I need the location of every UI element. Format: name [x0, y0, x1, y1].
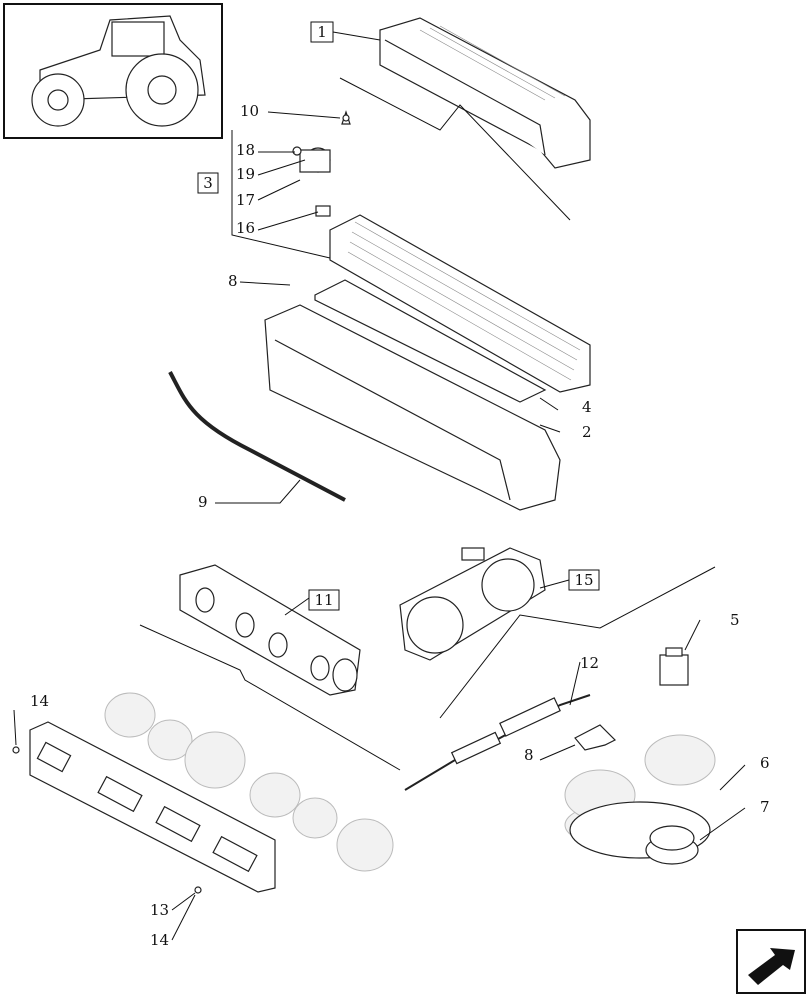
screw-10 — [342, 114, 350, 122]
callout-14-bottom: 14 — [150, 931, 169, 949]
leader-lines — [13, 31, 746, 941]
callout-3: 3 — [197, 172, 219, 194]
cap-7 — [645, 825, 699, 865]
section-lines — [139, 77, 716, 771]
plate-window-1 — [36, 741, 72, 773]
mounting-plate-13 — [29, 721, 276, 893]
svg-text:1: 1 — [317, 23, 327, 41]
callout-8-bottom: 8 — [524, 746, 534, 764]
callout-6: 6 — [760, 754, 770, 772]
sensor-cable-12 — [404, 694, 591, 791]
callout-16: 16 — [236, 219, 255, 237]
callout-17: 17 — [236, 191, 255, 209]
next-page-arrow-icon[interactable] — [736, 929, 806, 994]
callout-5: 5 — [730, 611, 740, 629]
svg-text:3: 3 — [203, 174, 213, 192]
callout-1: 1 — [310, 21, 334, 43]
blower-assembly-11 — [179, 564, 361, 696]
knob-5 — [659, 647, 689, 686]
callout-9: 9 — [198, 493, 208, 511]
callout-2: 2 — [582, 423, 592, 441]
callout-7: 7 — [760, 798, 770, 816]
callout-13: 13 — [150, 901, 169, 919]
svg-text:15: 15 — [574, 571, 593, 589]
screw-14-top — [12, 746, 20, 754]
lever-8 — [574, 724, 617, 751]
callout-8-top: 8 — [228, 272, 238, 290]
callout-12: 12 — [580, 654, 599, 672]
plate-window-3 — [155, 805, 201, 843]
plate-window-4 — [212, 835, 258, 873]
lower-housing-2 — [264, 304, 561, 511]
svg-text:11: 11 — [314, 591, 333, 609]
blower-housing-ghost — [104, 692, 394, 872]
callout-11: 11 — [308, 589, 340, 611]
callout-18: 18 — [236, 141, 255, 159]
control-panel-15 — [399, 547, 546, 661]
heater-core-assembly — [292, 110, 591, 393]
callout-19: 19 — [236, 165, 255, 183]
housing-assembly-1 — [379, 17, 591, 169]
drain-hose-9 — [168, 371, 346, 502]
callout-4: 4 — [582, 398, 592, 416]
callout-15: 15 — [568, 569, 600, 591]
tractor-thumbnail-icon — [3, 3, 223, 139]
gasket-4 — [314, 279, 547, 403]
screw-14-bottom — [194, 886, 202, 894]
plate-window-2 — [97, 775, 143, 813]
callout-14-top: 14 — [30, 692, 49, 710]
callout-10: 10 — [240, 102, 259, 120]
